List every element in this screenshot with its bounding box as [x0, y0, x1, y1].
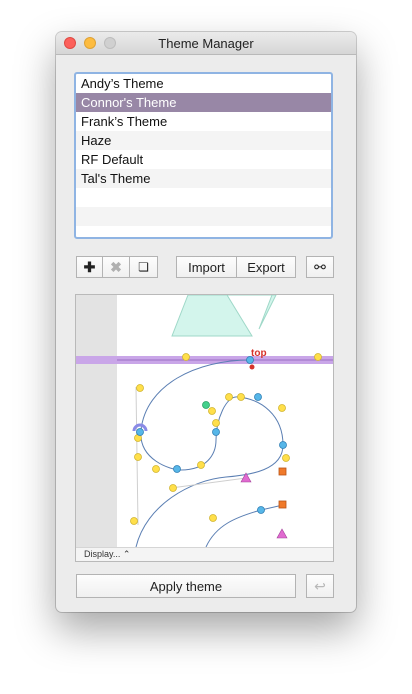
- component-shape: [171, 295, 277, 337]
- theme-preview: top Di: [75, 294, 334, 562]
- export-button[interactable]: Export: [237, 256, 296, 278]
- minimize-button[interactable]: [84, 37, 96, 49]
- theme-item-tal[interactable]: Tal's Theme: [76, 169, 331, 188]
- title-bar: Theme Manager: [56, 32, 356, 55]
- import-button[interactable]: Import: [176, 256, 237, 278]
- x-icon: ✖: [110, 258, 122, 275]
- link-icon: ⚯: [314, 258, 326, 275]
- display-menu[interactable]: Display... ⌃: [76, 547, 333, 561]
- tangent-point: [276, 528, 288, 539]
- theme-item-frank[interactable]: Frank’s Theme: [81, 114, 168, 129]
- sidebar-area: [76, 295, 117, 547]
- empty-row: [76, 188, 331, 207]
- duplicate-icon: ❏: [138, 260, 149, 274]
- oncurve-points: [136, 356, 287, 514]
- start-point: [202, 401, 210, 409]
- theme-item-connor[interactable]: Connor's Theme: [76, 93, 331, 112]
- theme-manager-window: Theme Manager Andy’s Theme Connor's Them…: [56, 32, 356, 612]
- add-theme-button[interactable]: ✚: [76, 256, 103, 278]
- apply-theme-button[interactable]: Apply theme: [76, 574, 296, 598]
- anchor-point: [249, 364, 255, 370]
- revert-button[interactable]: ↩: [306, 574, 334, 598]
- glyph-contour: [135, 359, 284, 548]
- glyph-preview-canvas: top: [76, 295, 333, 548]
- selection-highlight: [132, 423, 148, 432]
- theme-list[interactable]: Andy’s Theme Connor's Theme Frank’s Them…: [74, 72, 333, 239]
- undo-icon: ↩: [314, 577, 326, 594]
- anchor-label: top: [251, 348, 267, 359]
- theme-item-rf-default[interactable]: RF Default: [81, 152, 144, 167]
- offcurve-points: [130, 353, 322, 525]
- link-button[interactable]: ⚯: [306, 256, 334, 278]
- theme-item-haze[interactable]: Haze: [76, 131, 331, 150]
- plus-icon: ✚: [83, 258, 96, 275]
- corner-point: [278, 500, 287, 509]
- window-title: Theme Manager: [158, 36, 254, 51]
- theme-item-andy[interactable]: Andy’s Theme: [81, 76, 164, 91]
- close-button[interactable]: [64, 37, 76, 49]
- export-label: Export: [247, 259, 285, 275]
- duplicate-theme-button[interactable]: ❏: [130, 256, 158, 278]
- apply-theme-label: Apply theme: [149, 578, 223, 594]
- tangent-point: [240, 472, 252, 483]
- empty-row: [76, 207, 331, 226]
- remove-theme-button[interactable]: ✖: [103, 256, 130, 278]
- corner-point: [278, 467, 287, 476]
- zoom-button[interactable]: [104, 37, 116, 49]
- import-label: Import: [188, 259, 225, 275]
